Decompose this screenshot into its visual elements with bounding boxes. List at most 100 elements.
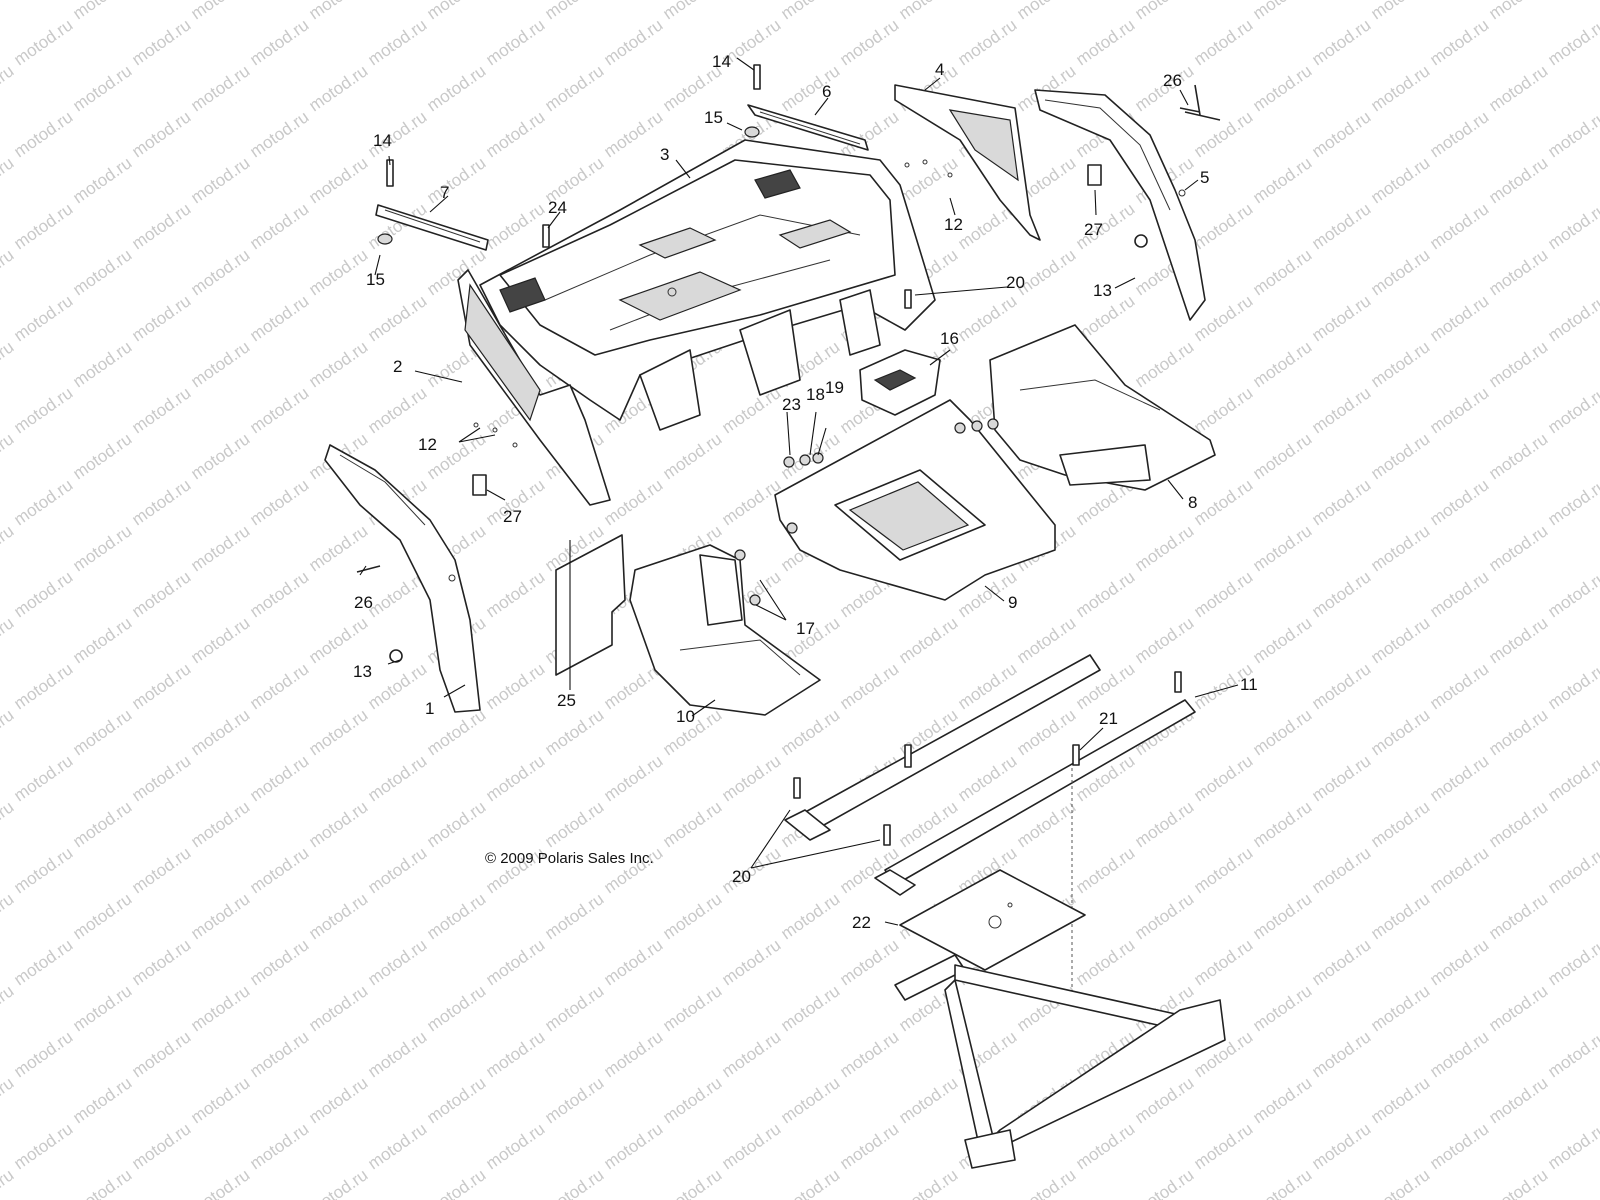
watermark-text: motod.ru [69, 1073, 135, 1127]
watermark-text: motod.ru [1190, 751, 1256, 805]
watermark-text: motod.ru [246, 935, 312, 989]
watermark-text: motod.ru [69, 0, 135, 23]
watermark-text: motod.ru [305, 153, 371, 207]
watermark-text: motod.ru [718, 383, 784, 437]
watermark-text: motod.ru [1249, 1165, 1315, 1200]
callouts: 1 2 3 4 5 6 7 8 9 10 11 12 12 13 13 14 1… [353, 52, 1258, 932]
watermark-text: motod.ru [777, 889, 843, 943]
watermark-text: motod.ru [1485, 1073, 1551, 1127]
callout-26a: 26 [1163, 71, 1182, 90]
callout-20a: 20 [1006, 273, 1025, 292]
callout-3: 3 [660, 145, 669, 164]
watermark-text: motod.ru [128, 659, 194, 713]
watermark-text: motod.ru [187, 61, 253, 115]
watermark-text: motod.ru [1367, 889, 1433, 943]
watermark-text: motod.ru [1426, 751, 1492, 805]
watermark-text: motod.ru [364, 751, 430, 805]
copyright-notice: © 2009 Polaris Sales Inc. [485, 850, 654, 867]
watermark-text: motod.ru [541, 1165, 607, 1200]
watermark-text: motod.ru [1308, 15, 1374, 69]
callout-23: 23 [782, 395, 801, 414]
watermark-text: motod.ru [305, 889, 371, 943]
watermark-text: motod.ru [10, 935, 76, 989]
watermark-text: motod.ru [482, 199, 548, 253]
callout-13b: 13 [353, 662, 372, 681]
watermark-text: motod.ru [128, 107, 194, 161]
watermark-text: motod.ru [1485, 1165, 1551, 1200]
watermark-text: motod.ru [1249, 1073, 1315, 1127]
watermark-text: motod.ru [600, 475, 666, 529]
watermark-text: motod.ru [659, 889, 725, 943]
watermark-text: motod.ru [895, 0, 961, 23]
watermark-text: motod.ru [246, 383, 312, 437]
watermark-text: motod.ru [0, 337, 17, 391]
watermark-text: motod.ru [1485, 981, 1551, 1035]
watermark-text: motod.ru [1131, 0, 1197, 23]
watermark-text: motod.ru [10, 659, 76, 713]
watermark-text: motod.ru [187, 705, 253, 759]
watermark-text: motod.ru [1485, 521, 1551, 575]
watermark-text: motod.ru [10, 1027, 76, 1081]
watermark-text: motod.ru [1249, 429, 1315, 483]
watermark-text: motod.ru [69, 705, 135, 759]
callout-11: 11 [1240, 675, 1258, 694]
watermark-text: motod.ru [364, 935, 430, 989]
watermark-text: motod.ru [1131, 1165, 1197, 1200]
watermark-text: motod.ru [128, 751, 194, 805]
callout-1: 1 [425, 699, 434, 718]
watermark-text: motod.ru [895, 1165, 961, 1200]
callout-21: 21 [1099, 709, 1118, 728]
watermark-text: motod.ru [541, 705, 607, 759]
watermark-text: motod.ru [1367, 705, 1433, 759]
watermark-text: motod.ru [69, 981, 135, 1035]
watermark-text: motod.ru [128, 383, 194, 437]
watermark-text: motod.ru [0, 0, 17, 23]
watermark-text: motod.ru [1544, 199, 1600, 253]
watermark-text: motod.ru [128, 843, 194, 897]
watermark-text: motod.ru [836, 1027, 902, 1081]
watermark-text: motod.ru [0, 889, 17, 943]
watermark-text: motod.ru [187, 1165, 253, 1200]
watermark-text: motod.ru [128, 935, 194, 989]
watermark-text: motod.ru [423, 0, 489, 23]
watermark-text: motod.ru [1367, 0, 1433, 23]
watermark-text: motod.ru [187, 153, 253, 207]
callout-14b: 14 [373, 131, 392, 150]
watermark-text: motod.ru [246, 15, 312, 69]
watermark-text: motod.ru [1544, 475, 1600, 529]
watermark-text: motod.ru [659, 0, 725, 23]
watermark-text: motod.ru [1544, 107, 1600, 161]
watermark-text: motod.ru [305, 0, 371, 23]
watermark-text: motod.ru [836, 935, 902, 989]
watermark-text: motod.ru [600, 107, 666, 161]
watermark-text: motod.ru [954, 751, 1020, 805]
watermark-text: motod.ru [305, 705, 371, 759]
watermark-text: motod.ru [1249, 61, 1315, 115]
part-6-rail [747, 104, 869, 151]
callout-15b: 15 [366, 270, 385, 289]
watermark-text: motod.ru [777, 61, 843, 115]
watermark-text: motod.ru [1190, 383, 1256, 437]
watermark-text: motod.ru [1131, 521, 1197, 575]
watermark-text: motod.ru [1249, 521, 1315, 575]
watermark-text: motod.ru [1367, 1073, 1433, 1127]
watermark-text: motod.ru [1072, 843, 1138, 897]
watermark-text: motod.ru [246, 291, 312, 345]
watermark-text: motod.ru [1367, 981, 1433, 1035]
watermark-text: motod.ru [600, 935, 666, 989]
watermark-text: motod.ru [423, 797, 489, 851]
watermark-text: motod.ru [10, 751, 76, 805]
part-3-cargo-box [479, 139, 936, 431]
watermark-text: motod.ru [1190, 15, 1256, 69]
watermark-text: motod.ru [1544, 1027, 1600, 1081]
watermark-text: motod.ru [1485, 61, 1551, 115]
watermark-text: motod.ru [305, 521, 371, 575]
watermark-text: motod.ru [423, 889, 489, 943]
watermark-text: motod.ru [305, 337, 371, 391]
watermark-text: motod.ru [305, 981, 371, 1035]
watermark-text: motod.ru [954, 291, 1020, 345]
watermark-text: motod.ru [10, 15, 76, 69]
watermark-text: motod.ru [69, 337, 135, 391]
watermark-text: motod.ru [836, 1119, 902, 1173]
callout-9: 9 [1008, 593, 1017, 612]
